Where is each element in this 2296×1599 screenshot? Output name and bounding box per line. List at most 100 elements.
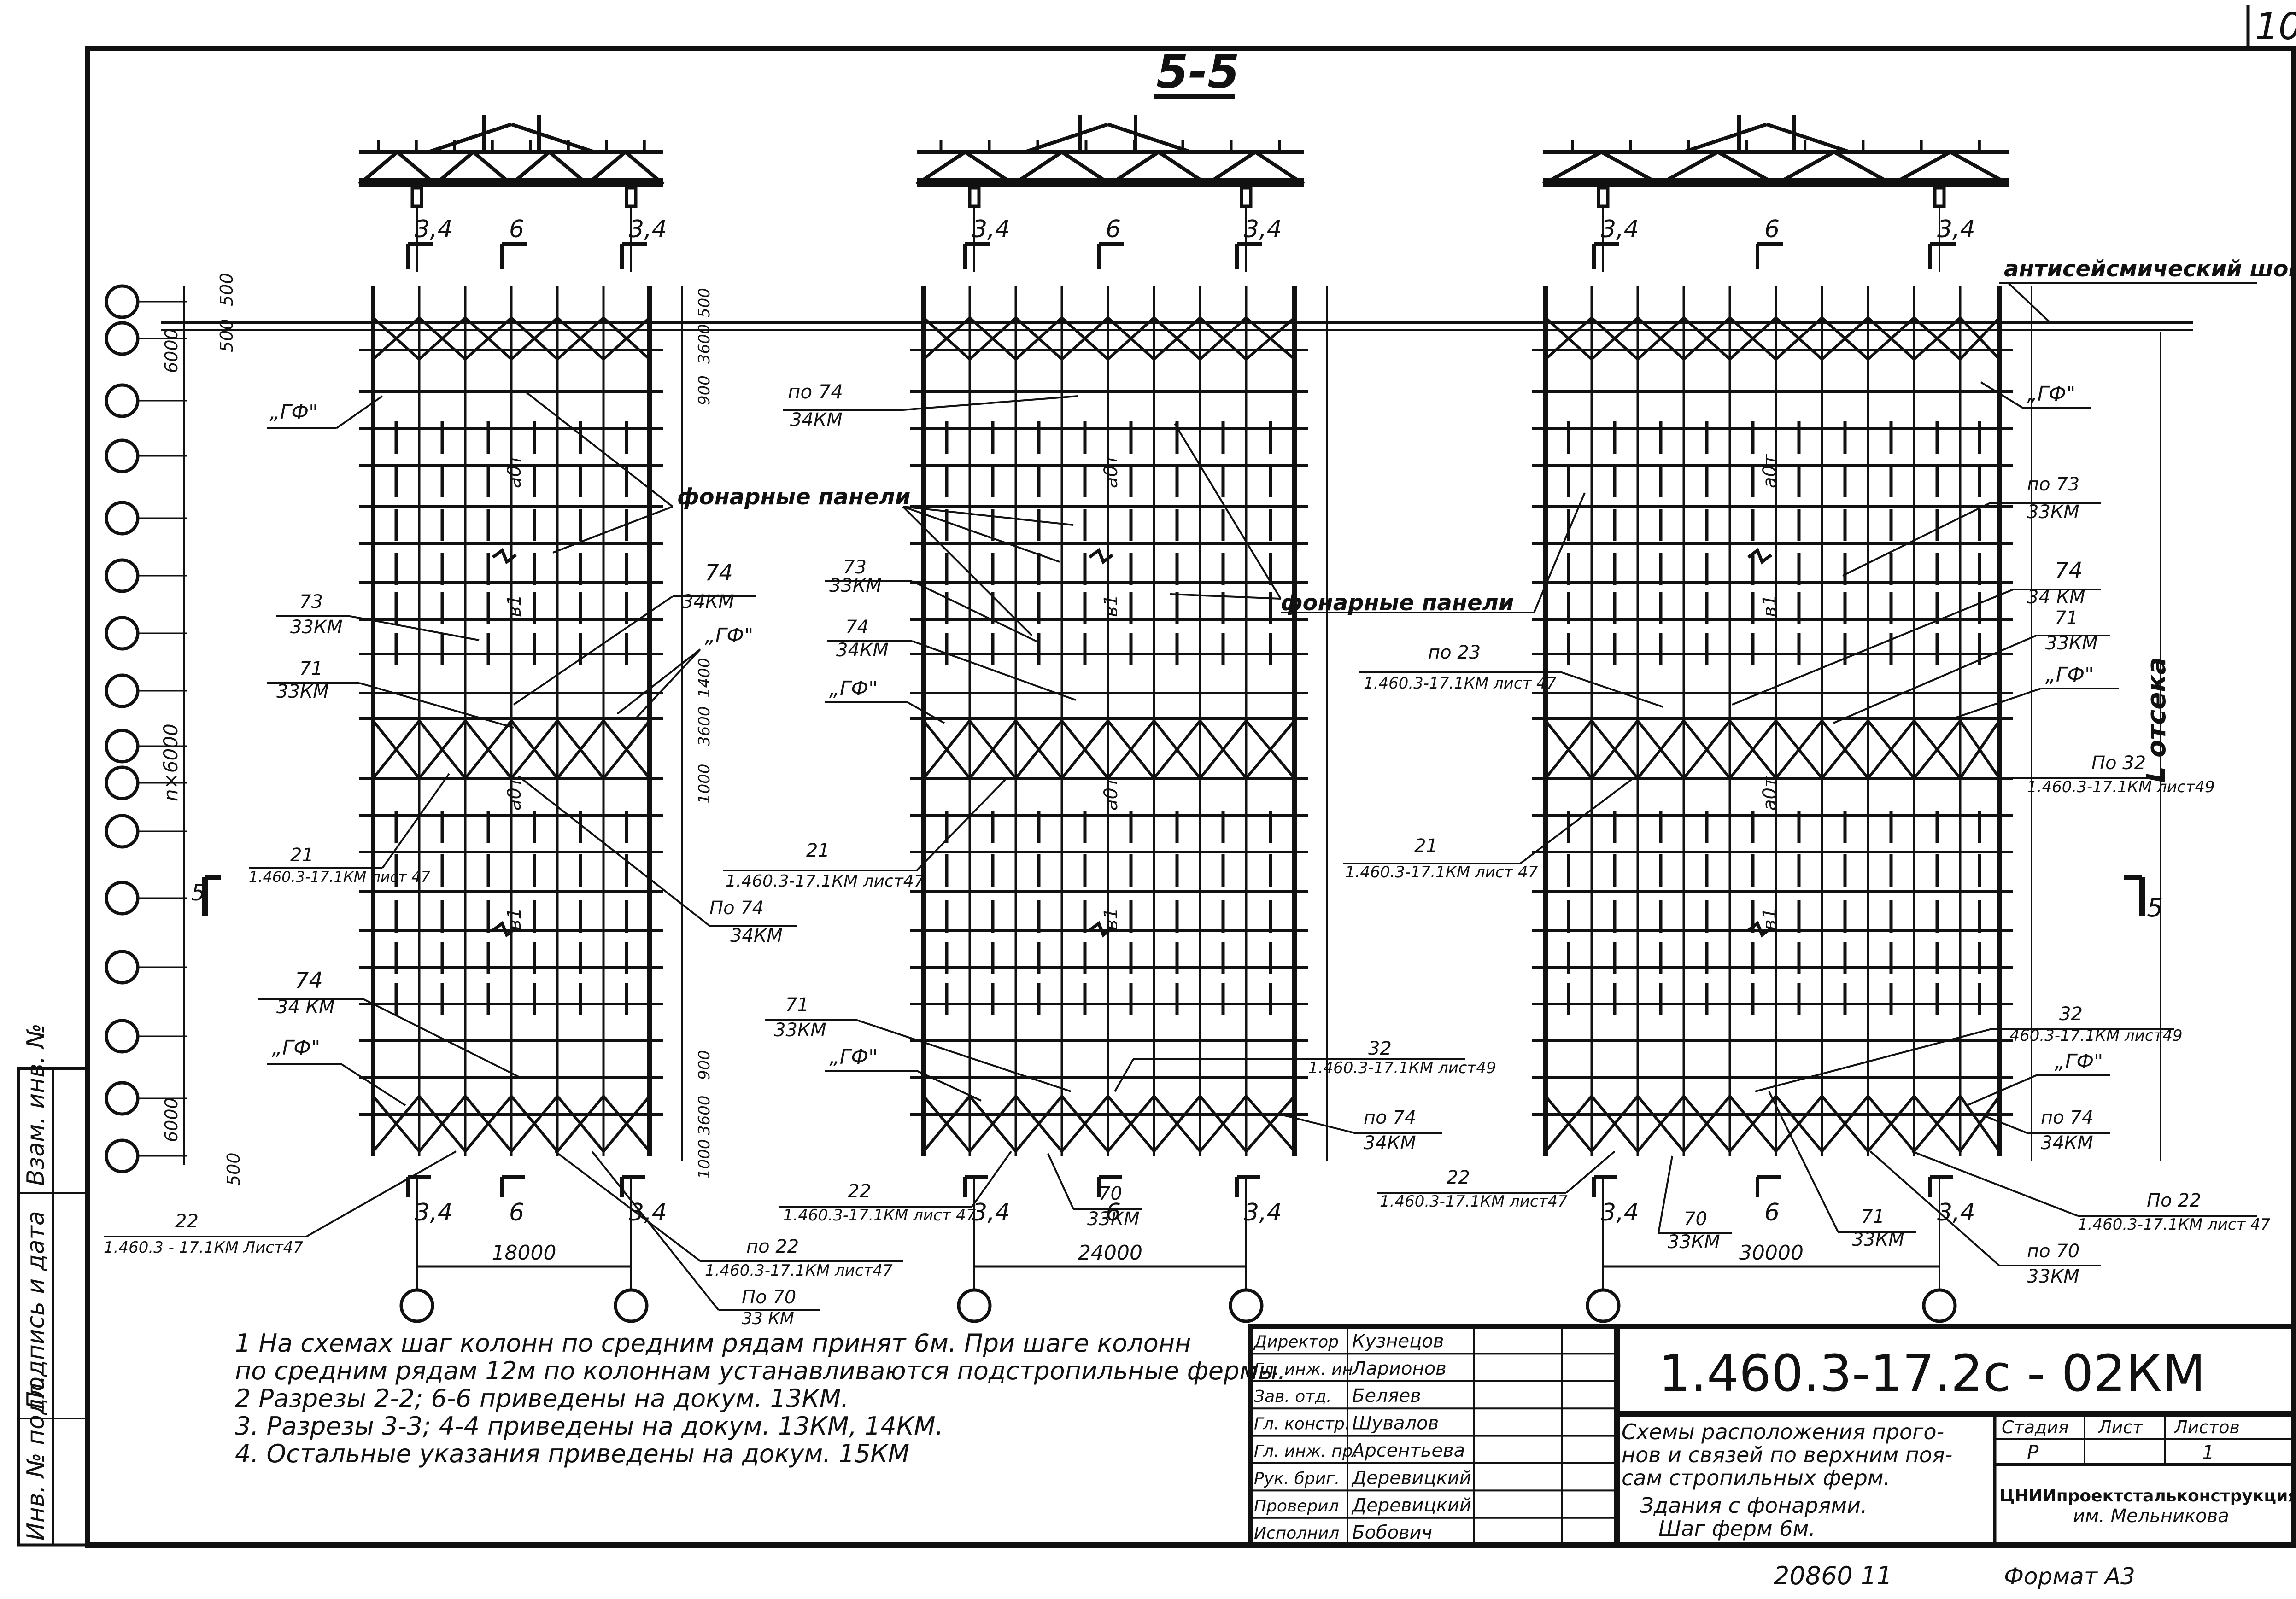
b1-71-num: 71 xyxy=(299,658,323,679)
stage-label: Стадия xyxy=(2002,1417,2069,1437)
b2-74-num: 74 xyxy=(845,617,869,638)
note-1-cont: по средним рядам 12м по колоннам устанав… xyxy=(235,1356,1286,1385)
b1-p22-num: по 22 xyxy=(746,1236,799,1257)
brace-diagonal xyxy=(1590,1095,1639,1152)
b2-21-num: 21 xyxy=(806,840,830,861)
b1-73-doc: 33КМ xyxy=(290,617,343,638)
brace-diagonal xyxy=(1014,1095,1063,1152)
axis-mark-top: 6 xyxy=(1106,216,1121,243)
signature-name: Бобович xyxy=(1352,1522,1432,1543)
truss-diagonal xyxy=(1716,150,1777,186)
desc-line-2: нов и связей по верхним поя- xyxy=(1622,1442,1952,1467)
brace-diagonal xyxy=(1728,316,1777,361)
antiseismic-label: антисейсмический шов xyxy=(2004,256,2296,282)
brace-diagonal xyxy=(1199,1095,1248,1152)
b2-70-num: 70 xyxy=(1099,1183,1122,1204)
break-mark xyxy=(1088,548,1114,565)
truss-diagonal xyxy=(548,150,589,186)
axis-circle xyxy=(105,616,140,651)
b3-71-low-num: 71 xyxy=(1861,1206,1885,1227)
axis-circle xyxy=(105,1138,140,1173)
brace-diagonal xyxy=(1590,316,1639,361)
support-block xyxy=(1933,186,1946,208)
dim-n6000: n×6000 xyxy=(159,724,182,801)
brace-diagonal xyxy=(418,720,467,779)
brace-diagonal xyxy=(556,1095,605,1152)
brace-diagonal xyxy=(418,1095,467,1152)
brace-diagonal xyxy=(1107,1095,1155,1152)
brace-diagonal xyxy=(1867,316,1915,361)
brace-diagonal xyxy=(1107,316,1155,361)
brace-diagonal xyxy=(372,720,421,779)
brace-diagonal xyxy=(556,316,605,361)
truss-diagonal xyxy=(1775,150,1835,186)
brace-diagonal xyxy=(1153,1095,1201,1152)
block-dim: 3600 xyxy=(695,1095,714,1135)
dim-6000-top: 6000 xyxy=(161,328,182,373)
axis-circle xyxy=(105,881,140,916)
b3-p70-num: по 70 xyxy=(2027,1241,2079,1262)
truss-diagonal xyxy=(1833,150,1893,186)
brace-diagonal xyxy=(1153,316,1201,361)
brace-diagonal xyxy=(922,1095,971,1152)
brace-diagonal xyxy=(1821,720,1869,779)
brace-diagonal xyxy=(1867,1095,1915,1152)
side-stamp: Инв. № подл. Подпись и дата Взам. инв. № xyxy=(17,1023,89,1547)
b3-p74-num: по 74 xyxy=(2041,1107,2093,1128)
brace-label: в1 xyxy=(1759,908,1781,930)
axis-mark-top: 3,4 xyxy=(1244,216,1282,243)
truss-diagonal xyxy=(1206,150,1257,186)
b1-21-num: 21 xyxy=(290,845,314,866)
note-4: 4. Остальные указания приведены на докум… xyxy=(235,1439,909,1468)
axis-circle xyxy=(105,673,140,708)
section-mark-left: 5 xyxy=(191,875,221,916)
axis-mark-top: 3,4 xyxy=(972,216,1010,243)
signature-role: Гл. инж. пр. xyxy=(1254,1442,1358,1461)
brace-diagonal xyxy=(968,720,1017,779)
block-dim: 3600 xyxy=(695,706,714,746)
axis-mark-bottom: 6 xyxy=(1106,1199,1121,1226)
brace-diagonal xyxy=(922,316,971,361)
b2-gf: „ГФ" xyxy=(829,677,878,700)
support-block xyxy=(1597,186,1610,208)
brace-diagonal xyxy=(1199,720,1248,779)
antiseismic-leader xyxy=(2008,282,2051,323)
brace-diagonal xyxy=(1959,1095,2001,1152)
note-3: 3. Разрезы 3-3; 4-4 приведены на докум. … xyxy=(235,1412,943,1441)
b1-p74-num: По 74 xyxy=(709,898,764,919)
truss-diagonal xyxy=(1949,150,2009,186)
brace-label: а0т xyxy=(1101,776,1122,811)
b1-21-doc: 1.460.3-17.1КМ лист 47 xyxy=(249,868,430,886)
truss-diagonal xyxy=(964,150,1015,186)
dim-500-bottom: 500 xyxy=(223,1152,244,1186)
truss-diagonal xyxy=(358,150,399,186)
axis-circle xyxy=(105,1019,140,1054)
brace-diagonal xyxy=(1913,316,1962,361)
dim-6000-bottom: 6000 xyxy=(161,1097,182,1142)
lantern-rafter xyxy=(1024,123,1109,154)
support-block xyxy=(968,186,981,208)
axis-circle xyxy=(1586,1288,1621,1323)
b1-74-num: 74 xyxy=(705,560,733,586)
b1-gf-top: „ГФ" xyxy=(269,401,318,424)
axis-circle xyxy=(105,383,140,418)
b3-p23-doc: 1.460.3-17.1КМ лист 47 xyxy=(1364,674,1557,693)
truss-diagonal xyxy=(1542,150,1603,186)
b2-73-num: 73 xyxy=(843,557,867,578)
b1-74-doc: 34КМ xyxy=(682,591,734,613)
section-mark-left-label: 5 xyxy=(191,880,205,906)
axis-mark-top: 3,4 xyxy=(629,216,667,243)
b3-71-num: 71 xyxy=(2055,607,2078,629)
brace-label: в1 xyxy=(1101,595,1122,617)
brace-diagonal xyxy=(1959,720,2001,779)
brace-label: в1 xyxy=(504,595,525,617)
b1-p70-num: По 70 xyxy=(742,1287,796,1308)
support-block xyxy=(410,186,423,208)
break-mark xyxy=(1747,548,1773,565)
brace-label: в1 xyxy=(504,908,525,930)
brace-diagonal xyxy=(372,1095,421,1152)
brace-diagonal xyxy=(1821,316,1869,361)
note-1: 1 На схемах шаг колонн по средним рядам … xyxy=(235,1329,1191,1358)
